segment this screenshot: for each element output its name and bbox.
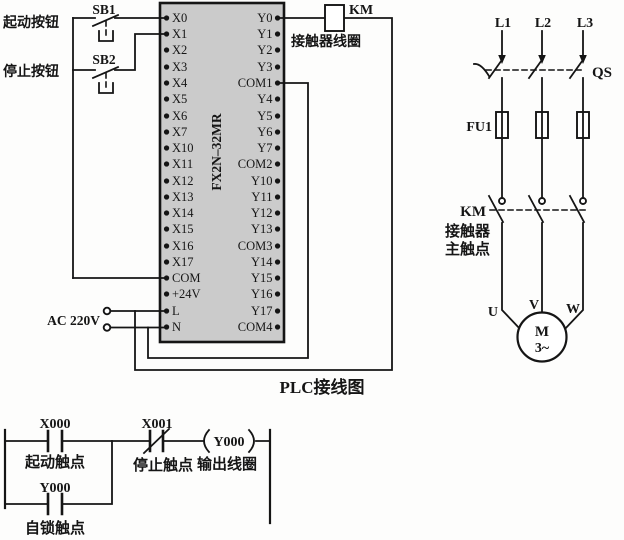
fu1-label: FU1 [466, 120, 492, 135]
output-terminal-label: Y0 [257, 11, 272, 25]
ac-power-label: AC 220V [47, 313, 100, 328]
y000-latch-tag: Y000 [39, 481, 70, 496]
output-terminal-label: COM4 [238, 320, 273, 334]
output-terminal-label: Y11 [251, 190, 272, 204]
km-coil-return-wire [134, 17, 393, 371]
input-terminal-label: X3 [172, 60, 187, 74]
x001-tag: X001 [141, 417, 172, 432]
phase-drop-wires [501, 30, 584, 57]
motor-terminal-v-label: V [529, 298, 539, 313]
output-terminal-label: Y14 [251, 255, 273, 269]
output-terminal-label: Y16 [251, 287, 273, 301]
phase-l2-label: L2 [535, 16, 551, 31]
input-terminal-label: COM [172, 271, 200, 285]
input-terminal-label: L [172, 304, 180, 318]
qs-label: QS [592, 65, 612, 81]
output-terminal-label: Y17 [251, 304, 273, 318]
input-terminal-label: X0 [172, 11, 187, 25]
input-terminal-label: X1 [172, 27, 187, 41]
qs-handle-hook-icon [472, 63, 491, 78]
motor-letter: M [535, 324, 549, 340]
com1-return-wire [147, 82, 309, 359]
x000-no-contact-icon [46, 429, 64, 453]
output-terminal-label: Y6 [257, 125, 272, 139]
y000-latch-contact-icon [46, 492, 64, 516]
sb1-label: SB1 [92, 2, 116, 17]
input-terminal-label: X15 [172, 222, 194, 236]
output-terminal-label: Y12 [251, 206, 273, 220]
output-coil-label: 输出线圈 [197, 455, 257, 473]
sb1-pushbutton-cap-icon [98, 30, 114, 42]
output-terminal-label: Y2 [257, 43, 272, 57]
coil-left-paren [203, 428, 211, 454]
output-terminal-label: Y4 [257, 92, 273, 106]
input-terminal-label: X16 [172, 239, 194, 253]
km-contact-terminal [538, 197, 546, 205]
input-terminal-label: X13 [172, 190, 194, 204]
input-terminal-label: X10 [172, 141, 194, 155]
output-terminal-label: Y15 [251, 271, 273, 285]
stop-button-label: 停止按钮 [3, 63, 59, 80]
input-terminal-label: X17 [172, 255, 194, 269]
output-terminal-label: Y10 [251, 174, 273, 188]
stop-contact-label: 停止触点 [133, 456, 193, 474]
output-terminal-label: COM1 [238, 76, 273, 90]
phase-mid-wires [501, 77, 584, 198]
km-main-label: KM [460, 204, 486, 220]
input-terminal-label: +24V [172, 287, 201, 301]
input-terminal-label: X7 [172, 125, 187, 139]
sb2-pushbutton-cap-icon [98, 82, 114, 94]
contactor-sub-label-2: 主触点 [445, 240, 490, 258]
start-contact-label: 起动触点 [24, 453, 85, 471]
ac-terminal-l [102, 306, 112, 316]
ladder-branch-wires [4, 440, 113, 505]
input-terminal-label: X14 [172, 206, 194, 220]
contactor-sub-label-1: 接触器 [445, 222, 491, 240]
input-terminal-label: X2 [172, 43, 187, 57]
input-terminal-label: X11 [172, 157, 193, 171]
km-contact-blades [487, 194, 586, 224]
motor-terminal-u-label: U [488, 305, 498, 320]
output-terminal-label: Y7 [257, 141, 272, 155]
output-terminal-label: Y13 [251, 222, 273, 236]
qs-switch-blades [487, 55, 587, 80]
motor-terminal-w-label: W [566, 302, 580, 317]
output-coil-tag: Y000 [213, 435, 244, 450]
input-terminal-label: X4 [172, 76, 188, 90]
km-contact-terminal [498, 197, 506, 205]
input-terminal-label: X5 [172, 92, 187, 106]
latch-contact-label: 自锁触点 [25, 519, 85, 537]
km-label: KM [349, 3, 373, 18]
input-terminal-label: X12 [172, 174, 194, 188]
motor-icon [516, 311, 568, 363]
start-button-label: 起动按钮 [2, 14, 59, 31]
km-contact-terminal [579, 197, 587, 205]
sb2-label: SB2 [92, 52, 116, 67]
phase-l1-label: L1 [495, 16, 511, 31]
output-terminal-label: COM3 [238, 239, 273, 253]
input-terminal-label: X6 [172, 109, 187, 123]
motor-phase-label: 3~ [535, 341, 550, 356]
output-terminal-label: Y5 [257, 109, 272, 123]
input-terminal-label: N [172, 320, 181, 334]
x001-nc-slash [142, 427, 171, 455]
output-terminal-label: Y3 [257, 60, 272, 74]
motor-lead-wires [501, 222, 584, 332]
km-coil-icon [324, 4, 345, 32]
output-terminal-label: Y1 [257, 27, 272, 41]
coil-right-paren [247, 428, 255, 454]
ac-terminal-n [102, 323, 112, 332]
diagram-title: PLC接线图 [280, 377, 365, 397]
contactor-coil-label: 接触器线圈 [291, 33, 361, 50]
sb2-to-x1-wire [72, 33, 167, 71]
phase-l3-label: L3 [577, 16, 593, 31]
output-terminal-label: COM2 [238, 157, 273, 171]
plc-model-label: FX2N–32MR [209, 113, 224, 190]
plc-body [158, 1, 286, 344]
x000-tag: X000 [39, 417, 70, 432]
